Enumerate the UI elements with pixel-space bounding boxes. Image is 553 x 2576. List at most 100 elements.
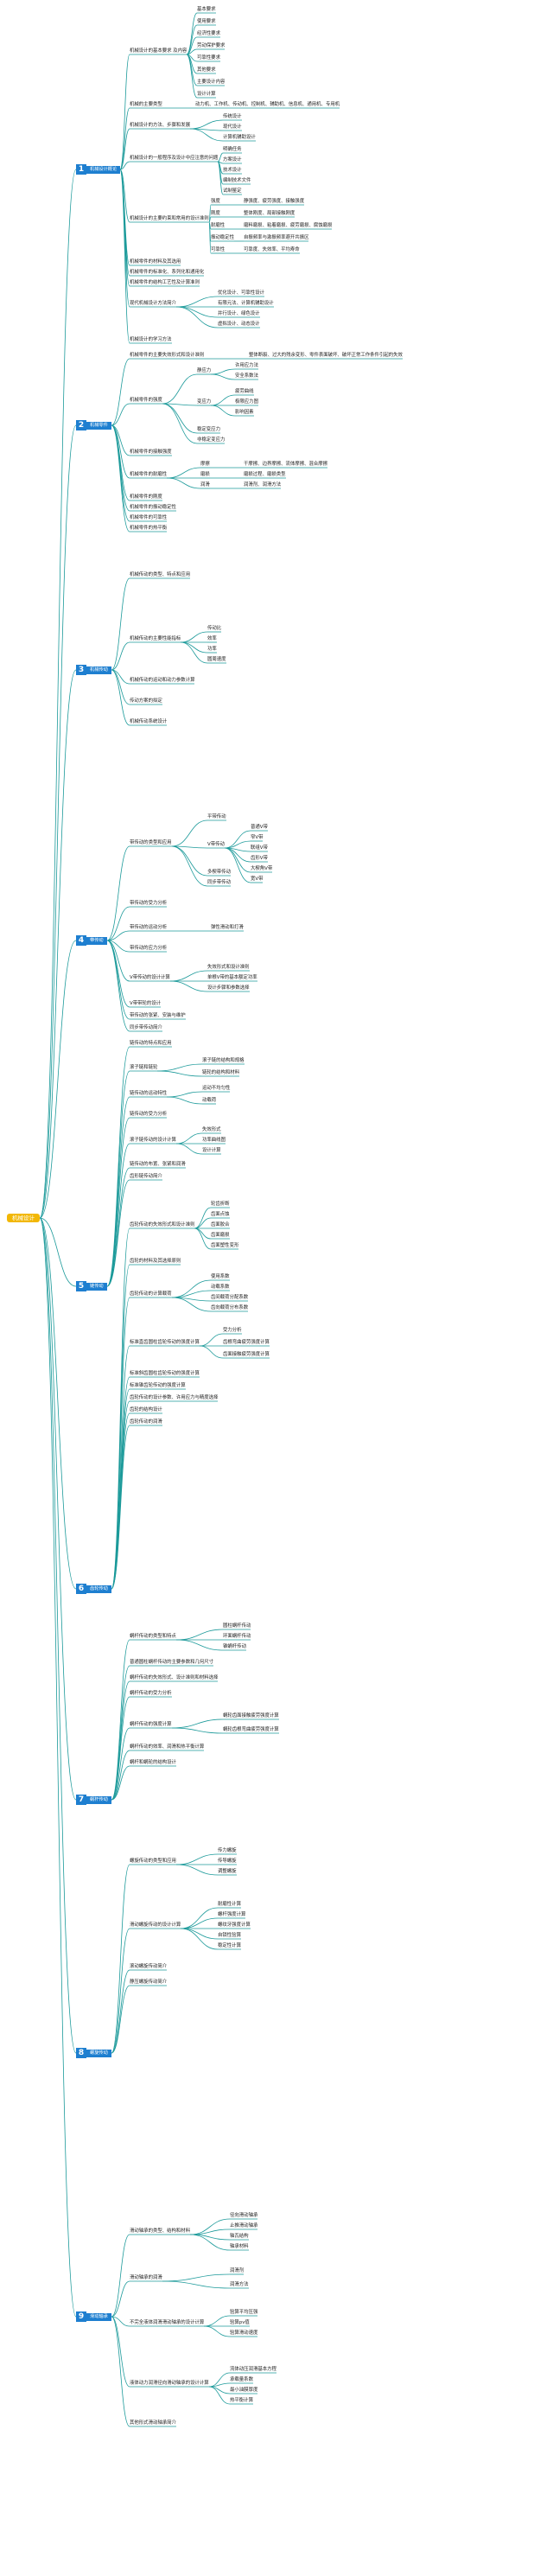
topic-node[interactable]: 螺旋传动的类型和应用: [130, 1859, 176, 1864]
topic-node[interactable]: 润滑剂、润滑方法: [244, 482, 282, 488]
topic-node[interactable]: 环面蜗杆传动: [223, 1634, 251, 1639]
topic-node[interactable]: 同步带传动: [207, 880, 231, 885]
topic-node[interactable]: 滚子链传动的设计计算: [130, 1138, 176, 1143]
topic-node[interactable]: 机械设计的一般程序及设计中应注意的问题: [130, 156, 219, 161]
topic-node[interactable]: 运动不均匀性: [202, 1086, 231, 1091]
topic-node[interactable]: 传力螺旋: [218, 1848, 237, 1853]
topic-node[interactable]: 液体动力润滑径向滑动轴承的设计计算: [130, 2381, 209, 2386]
topic-node[interactable]: 机械传动系统设计: [130, 719, 168, 724]
topic-node[interactable]: 链传动的运动特性: [130, 1091, 168, 1096]
topic-node[interactable]: 标准锥齿轮传动的强度计算: [130, 1383, 186, 1388]
topic-node[interactable]: 滚子链的结构和规格: [202, 1058, 245, 1063]
topic-node[interactable]: 使用系数: [211, 1274, 230, 1279]
topic-node[interactable]: 影响因素: [235, 410, 254, 415]
topic-node[interactable]: 极限应力图: [235, 399, 258, 405]
topic-node[interactable]: 主要设计内容: [197, 80, 226, 85]
topic-node[interactable]: 变应力: [197, 399, 212, 405]
topic-node[interactable]: 普通圆柱蜗杆传动的主要参数和几何尺寸: [130, 1660, 214, 1665]
topic-node[interactable]: 振动稳定性: [211, 235, 234, 240]
topic-node[interactable]: 摩擦: [200, 462, 210, 467]
topic-node[interactable]: 齿形链传动简介: [130, 1174, 162, 1179]
topic-node[interactable]: 齿轮传动的润滑: [130, 1419, 162, 1425]
topic-node[interactable]: 并行设计、绿色设计: [218, 311, 260, 316]
topic-node[interactable]: 滑动轴承的润滑: [130, 2275, 162, 2280]
topic-node[interactable]: 链传动的受力分析: [130, 1112, 168, 1117]
topic-node[interactable]: 功率曲线图: [202, 1138, 226, 1143]
topic-node[interactable]: 流体动压润滑基本方程: [230, 2367, 276, 2372]
topic-node[interactable]: 机械设计的学习方法: [130, 337, 172, 342]
topic-node[interactable]: 机械设计的基本要求 及内容: [130, 48, 188, 54]
topic-node[interactable]: 验算pv值: [230, 2320, 250, 2325]
topic-node[interactable]: 整体断裂、过大的残余变形、零件表面破坏、破坏正常工作条件引起的失效: [249, 353, 403, 358]
topic-node[interactable]: 可靠度、失效率、平均寿命: [244, 247, 300, 252]
topic-node[interactable]: 带传动的类型和应用: [130, 840, 172, 845]
topic-node[interactable]: 劳动保护要求: [197, 43, 226, 48]
topic-node[interactable]: 齿面塑性变形: [211, 1243, 239, 1248]
topic-node[interactable]: 机械传动的运动和动力参数计算: [130, 678, 195, 683]
topic-node[interactable]: 调整螺旋: [218, 1869, 237, 1874]
topic-node[interactable]: 不完全液体润滑滑动轴承的设计计算: [130, 2320, 205, 2325]
topic-node[interactable]: 机械零件的强度: [130, 398, 162, 403]
topic-node[interactable]: 链传动的特点和应用: [130, 1041, 172, 1046]
topic-node[interactable]: 标准斜齿圆柱齿轮传动的强度计算: [130, 1371, 200, 1376]
topic-node[interactable]: 轴承材料: [230, 2244, 249, 2249]
topic-node[interactable]: 非稳定变应力: [197, 437, 226, 443]
topic-node[interactable]: 带传动的受力分析: [130, 901, 168, 906]
topic-node[interactable]: 齿间载荷分配系数: [211, 1295, 249, 1300]
topic-node[interactable]: 传导螺旋: [218, 1859, 237, 1864]
topic-node[interactable]: 圆柱蜗杆传动: [223, 1623, 251, 1629]
topic-node[interactable]: 机械零件的振动稳定性: [130, 505, 176, 510]
topic-node[interactable]: 径向滑动轴承: [230, 2213, 258, 2218]
topic-node[interactable]: 标准直齿圆柱齿轮传动的强度计算: [130, 1340, 200, 1345]
topic-node[interactable]: 带传动的运动分析: [130, 925, 168, 930]
topic-node[interactable]: 磨损过程、磨损类型: [244, 472, 286, 477]
topic-node[interactable]: 润滑: [200, 482, 210, 488]
topic-node[interactable]: 机械设计的方法、步骤和发展: [130, 123, 191, 128]
topic-node[interactable]: 安全系数法: [235, 373, 258, 379]
topic-node[interactable]: 传动方案的拟定: [130, 698, 162, 704]
topic-node[interactable]: 效率: [207, 636, 217, 641]
topic-node[interactable]: 机械零件的耐磨性: [130, 472, 168, 477]
topic-node[interactable]: 机械传动的主要性能指标: [130, 636, 181, 641]
topic-node[interactable]: 齿面胶合: [211, 1222, 230, 1227]
topic-node[interactable]: 齿向载荷分布系数: [211, 1305, 249, 1310]
topic-node[interactable]: 稳定变应力: [197, 427, 220, 432]
topic-node[interactable]: 计算机辅助设计: [223, 135, 256, 140]
topic-node[interactable]: 普通V带: [251, 825, 268, 830]
topic-node[interactable]: 验算滑动速度: [230, 2331, 258, 2336]
topic-node[interactable]: 齿轮的结构设计: [130, 1407, 162, 1412]
topic-node[interactable]: 动载系数: [211, 1285, 230, 1290]
topic-node[interactable]: 窄V带: [251, 835, 264, 840]
topic-node[interactable]: 试制鉴定: [223, 188, 242, 194]
topic-node[interactable]: 联组V带: [251, 845, 268, 851]
topic-node[interactable]: 设计计算: [202, 1148, 221, 1153]
topic-node[interactable]: 现代机械设计方法简介: [130, 301, 176, 306]
topic-node[interactable]: 轴瓦结构: [230, 2234, 249, 2239]
topic-node[interactable]: 宽V带: [251, 877, 264, 882]
topic-node[interactable]: 蜗杆传动的失效形式、设计准则和材料选择: [130, 1675, 219, 1680]
topic-node[interactable]: 齿轮的材料及其选择原则: [130, 1259, 181, 1264]
topic-node[interactable]: 动力机、工作机、传动机、控制机、辅助机、信息机、通用机、专用机: [195, 102, 340, 107]
topic-node[interactable]: 方案设计: [223, 157, 242, 163]
topic-node[interactable]: 齿轮传动的失效形式和设计准则: [130, 1222, 195, 1227]
topic-node[interactable]: 现代设计: [223, 124, 242, 130]
topic-node[interactable]: V带传动的设计计算: [130, 975, 170, 980]
topic-node[interactable]: 圆周速度: [207, 657, 226, 662]
topic-node[interactable]: 机械零件的刚度: [130, 494, 162, 500]
topic-node[interactable]: 虚拟设计、动态设计: [218, 322, 260, 327]
topic-node[interactable]: 机械零件的材料及其选用: [130, 259, 181, 265]
topic-node[interactable]: 稳定性计算: [218, 1943, 241, 1948]
topic-node[interactable]: 静压螺旋传动简介: [130, 1980, 168, 1985]
topic-node[interactable]: 轮齿折断: [211, 1202, 230, 1207]
topic-node[interactable]: 机械传动的类型、特点和应用: [130, 572, 191, 577]
topic-node[interactable]: 磨料磨损、粘着磨损、疲劳磨损、腐蚀磨损: [244, 223, 333, 228]
topic-node[interactable]: 功率: [207, 647, 217, 652]
topic-node[interactable]: 优化设计、可靠性设计: [218, 290, 264, 296]
topic-node[interactable]: 大楔角V带: [251, 866, 273, 871]
topic-node[interactable]: 链传动的布置、张紧和润滑: [130, 1162, 186, 1167]
